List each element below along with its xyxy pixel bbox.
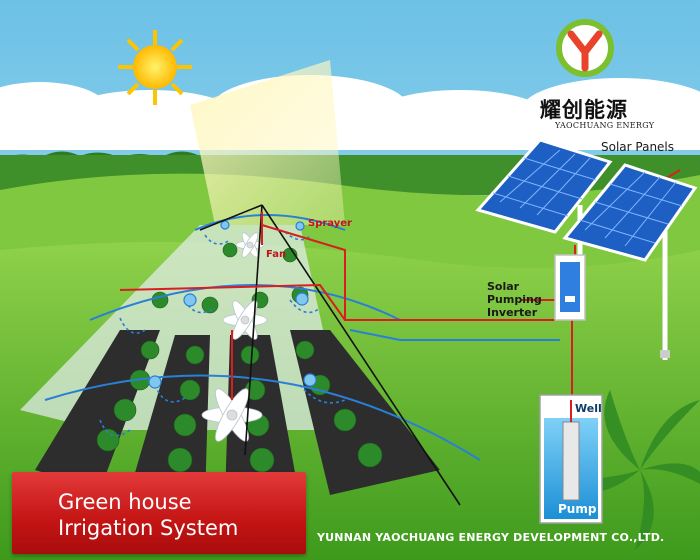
sprayer-icon [148, 220, 317, 389]
inverter-label-line-2: Pumping [487, 293, 542, 306]
sun-icon [118, 30, 192, 105]
solar-panels-label: Solar Panels [601, 140, 675, 154]
brand-name-cn: 耀创能源 [540, 98, 628, 122]
spray-mist [99, 231, 346, 437]
inverter-label: Solar Pumping Inverter [487, 280, 542, 319]
sun-beam [190, 60, 345, 225]
fan-label: Fan [266, 249, 287, 260]
well-label: Well [575, 402, 602, 415]
plant-icon [96, 242, 383, 473]
title-banner: Green house Irrigation System [12, 472, 306, 554]
sprayer-pipes [44, 214, 481, 461]
sprayer-label: Sprayer [308, 218, 352, 229]
pump-icon [562, 400, 580, 501]
y-swoosh-logo-icon [556, 19, 614, 77]
water-line [349, 329, 560, 341]
company-name: YUNNAN YAOCHUANG ENERGY DEVELOPMENT CO.,… [317, 531, 665, 544]
title-line-2: Irrigation System [58, 516, 239, 540]
solar-panel-icon [475, 138, 698, 262]
brand-name-en: YAOCHUANG ENERGY [555, 121, 655, 130]
inverter-label-line-3: Inverter [487, 306, 538, 319]
greenhouse-frame [199, 204, 461, 506]
inverter-label-line-1: Solar [487, 280, 520, 293]
well [539, 394, 603, 524]
pump-label: Pump [558, 502, 597, 516]
title-line-1: Green house [58, 490, 192, 514]
inverter-icon [554, 254, 586, 321]
